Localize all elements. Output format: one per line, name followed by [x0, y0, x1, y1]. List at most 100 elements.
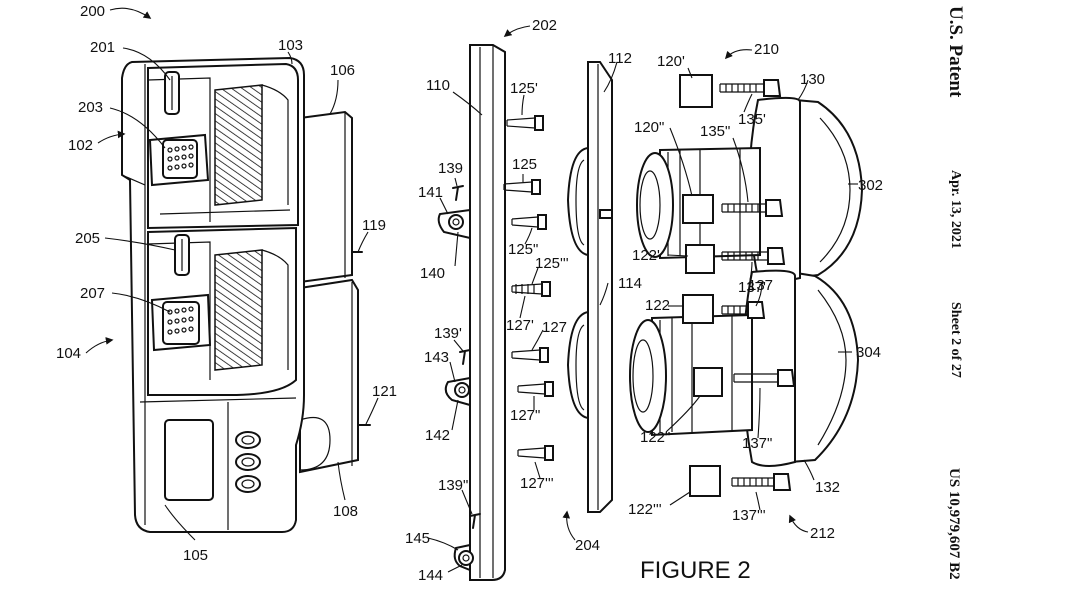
label-125-triple-prime: 125''' — [535, 255, 569, 272]
block-122-double-prime — [693, 367, 723, 397]
mounting-plate-110 — [469, 44, 506, 581]
label-106: 106 — [330, 62, 355, 79]
bolt-137-triple-prime — [731, 473, 792, 491]
label-125: 125 — [512, 156, 537, 173]
header-number: US 10,979,607 B2 — [946, 468, 962, 580]
label-141: 141 — [418, 184, 443, 201]
label-207: 207 — [80, 285, 105, 302]
label-114: 114 — [618, 275, 642, 292]
block-122-triple-prime — [689, 465, 721, 497]
label-110: 110 — [426, 77, 450, 94]
label-112: 112 — [608, 50, 632, 67]
lens-seal-114 — [566, 310, 589, 420]
label-105: 105 — [183, 547, 208, 564]
bolt-137 — [721, 301, 766, 319]
label-145: 145 — [405, 530, 430, 547]
label-139-double-prime: 139" — [438, 477, 468, 494]
header-date: Apr. 13, 2021 — [948, 170, 963, 249]
label-142: 142 — [425, 427, 450, 444]
lamp-housing-130 — [794, 98, 864, 280]
label-132: 132 — [815, 479, 840, 496]
label-120-prime: 120' — [657, 53, 685, 70]
label-122-double-prime: 122" — [640, 429, 670, 446]
label-304: 304 — [856, 344, 881, 361]
label-120-double-prime: 120" — [634, 119, 664, 136]
label-139-prime: 139' — [434, 325, 462, 342]
label-127-double-prime: 127" — [510, 407, 540, 424]
gasket-plate-assembly — [566, 61, 613, 513]
reference-labels: 200 201 103 106 203 102 205 119 207 104 … — [56, 3, 883, 584]
label-135-prime: 135' — [738, 111, 766, 128]
label-104: 104 — [56, 345, 81, 362]
block-122-prime — [685, 244, 715, 274]
label-202: 202 — [532, 17, 557, 34]
label-144: 144 — [418, 567, 443, 584]
screw-125-double-prime — [511, 214, 547, 230]
screw-127 — [511, 347, 549, 363]
label-119: 119 — [362, 217, 386, 234]
screw-125 — [503, 179, 541, 195]
label-127: 127 — [542, 319, 567, 336]
label-210: 210 — [754, 41, 779, 58]
label-143: 143 — [424, 349, 449, 366]
patent-header: U.S. Patent Apr. 13, 2021 Sheet 2 of 27 … — [945, 6, 966, 580]
label-135-double-prime: 135" — [700, 123, 730, 140]
label-137-triple-prime: 137''' — [732, 507, 766, 524]
lamp-housing-132 — [789, 270, 860, 464]
pin-139-prime — [459, 349, 471, 365]
label-139: 139 — [438, 160, 463, 177]
label-122-prime: 122' — [632, 247, 660, 264]
bolt-137-prime — [721, 247, 786, 265]
label-200: 200 — [80, 3, 105, 20]
block-122 — [682, 294, 714, 324]
tab-142 — [444, 376, 471, 407]
block-120-prime — [679, 74, 713, 108]
label-205: 205 — [75, 230, 100, 247]
label-137: 137 — [748, 277, 773, 294]
label-201: 201 — [90, 39, 115, 56]
label-108: 108 — [333, 503, 358, 520]
label-203: 203 — [78, 99, 103, 116]
label-302: 302 — [858, 177, 883, 194]
bolt-135-double-prime — [721, 199, 784, 217]
gasket-plate — [587, 61, 613, 513]
display-window — [164, 419, 214, 501]
screw-127-double-prime — [517, 381, 554, 397]
label-127-triple-prime: 127''' — [520, 475, 554, 492]
label-121: 121 — [372, 383, 397, 400]
screw-127-triple-prime — [517, 445, 554, 461]
pin-139-double-prime — [469, 513, 481, 529]
block-120-double-prime — [682, 194, 714, 224]
label-103: 103 — [278, 37, 303, 54]
label-130: 130 — [800, 71, 825, 88]
label-125-prime: 125' — [510, 80, 538, 97]
bolt-137-double-prime — [733, 369, 796, 387]
rear-cover-108 — [299, 278, 359, 474]
controller-housing-assembly — [121, 56, 371, 533]
figure-title: FIGURE 2 — [640, 557, 751, 584]
label-127-prime: 127' — [506, 317, 534, 334]
tab-144 — [453, 543, 474, 572]
label-122-triple-prime: 122''' — [628, 501, 662, 518]
label-122: 122 — [645, 297, 670, 314]
screw-125-prime — [506, 115, 544, 131]
label-140: 140 — [420, 265, 445, 282]
bolt-135-prime — [719, 79, 782, 97]
lens-seal-112 — [566, 146, 589, 257]
rear-cover-106 — [299, 110, 353, 284]
label-125-double-prime: 125" — [508, 241, 538, 258]
label-204: 204 — [575, 537, 600, 554]
label-212: 212 — [810, 525, 835, 542]
mounting-plate-assembly — [437, 44, 554, 581]
label-137-prime: 137' — [738, 279, 766, 296]
label-137-double-prime: 137" — [742, 435, 772, 452]
led-indicators — [235, 431, 261, 493]
lamp-assembly — [629, 74, 864, 497]
header-patent: U.S. Patent — [945, 6, 966, 98]
label-102: 102 — [68, 137, 93, 154]
pin-139 — [452, 185, 464, 201]
screw-125-triple-prime — [511, 281, 551, 297]
leader-lines — [85, 7, 858, 573]
header-sheet: Sheet 2 of 27 — [948, 302, 963, 378]
